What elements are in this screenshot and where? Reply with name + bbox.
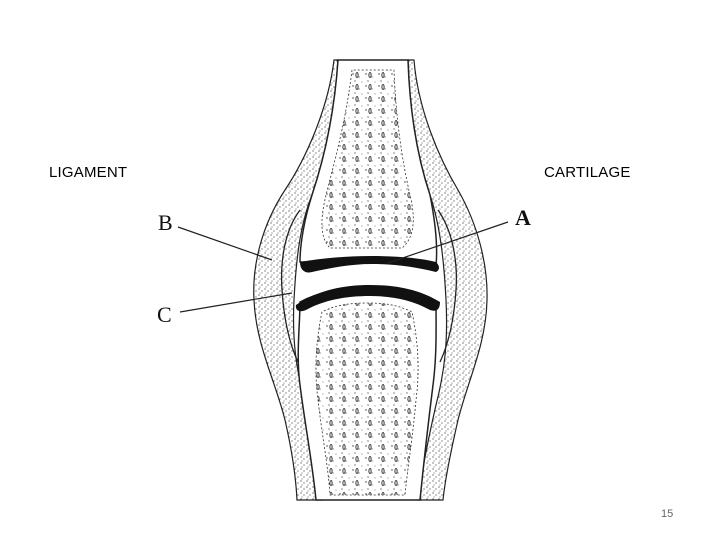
leader-line-a [387, 221, 509, 264]
label-ligament: LIGAMENT [49, 164, 128, 181]
joint-cavity-right [437, 209, 458, 363]
letter-a: A [515, 205, 531, 230]
lower-bone-marrow [315, 302, 419, 496]
upper-bone-marrow [321, 69, 414, 249]
ligament-left-sleeve [253, 59, 339, 501]
leader-line-b [177, 226, 273, 261]
upper-cartilage [300, 256, 439, 273]
ligament-right-sleeve [407, 59, 488, 501]
label-cartilage: CARTILAGE [544, 164, 631, 181]
leader-line-c [179, 292, 293, 313]
lower-cartilage [295, 285, 440, 312]
letter-c: C [157, 302, 172, 327]
joint-cavity-left [280, 209, 301, 363]
page-number: 15 [661, 508, 674, 520]
letter-b: B [158, 210, 173, 235]
